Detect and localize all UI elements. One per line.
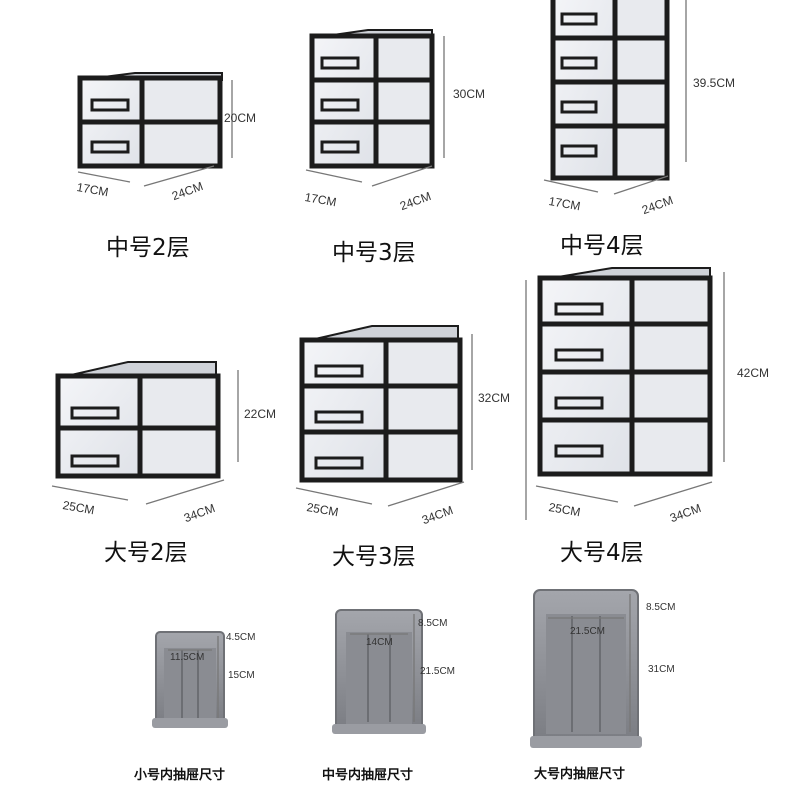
cabinet-large-2-tier	[55, 361, 221, 479]
tray-medium	[332, 609, 426, 734]
tray-small	[152, 631, 228, 728]
dim-top-small: 4.5CM	[226, 632, 256, 643]
dimension-guides	[51, 0, 725, 732]
cabinet-large-3-tier	[299, 325, 463, 483]
dim-top-medium: 8.5CM	[418, 618, 448, 629]
dim-height-l3: 32CM	[478, 391, 511, 405]
dim-width-small: 11.5CM	[170, 652, 205, 663]
tray-large	[530, 589, 642, 748]
dim-height-m3: 30CM	[453, 87, 486, 101]
dim-height-l2: 22CM	[244, 407, 277, 421]
caption-l4: 大号4层	[560, 540, 644, 566]
caption-l2: 大号2层	[104, 540, 188, 566]
dim-height-m4: 39.5CM	[693, 76, 736, 90]
caption-tray-large: 大号内抽屉尺寸	[534, 767, 626, 782]
cabinet-large-4-tier	[537, 267, 713, 477]
dim-top-large: 8.5CM	[646, 602, 676, 613]
cabinet-medium-2-tier	[77, 72, 223, 169]
caption-tray-medium: 中号内抽屉尺寸	[322, 768, 414, 783]
dim-height-l4: 42CM	[737, 366, 770, 380]
dim-width-medium: 14CM	[366, 637, 393, 648]
caption-m2: 中号2层	[106, 235, 190, 261]
caption-l3: 大号3层	[332, 544, 416, 570]
dim-width-large: 21.5CM	[570, 626, 606, 637]
caption-tray-small: 小号内抽屉尺寸	[134, 768, 226, 783]
dim-height-m2: 20CM	[224, 111, 257, 125]
dim-height-medium: 21.5CM	[420, 666, 456, 677]
dim-height-large: 31CM	[648, 664, 675, 675]
caption-m3: 中号3层	[332, 240, 416, 266]
caption-m4: 中号4层	[560, 233, 644, 259]
cabinet-medium-3-tier	[309, 29, 435, 169]
dim-height-small: 15CM	[228, 670, 255, 681]
cabinet-medium-4-tier	[550, 0, 670, 181]
